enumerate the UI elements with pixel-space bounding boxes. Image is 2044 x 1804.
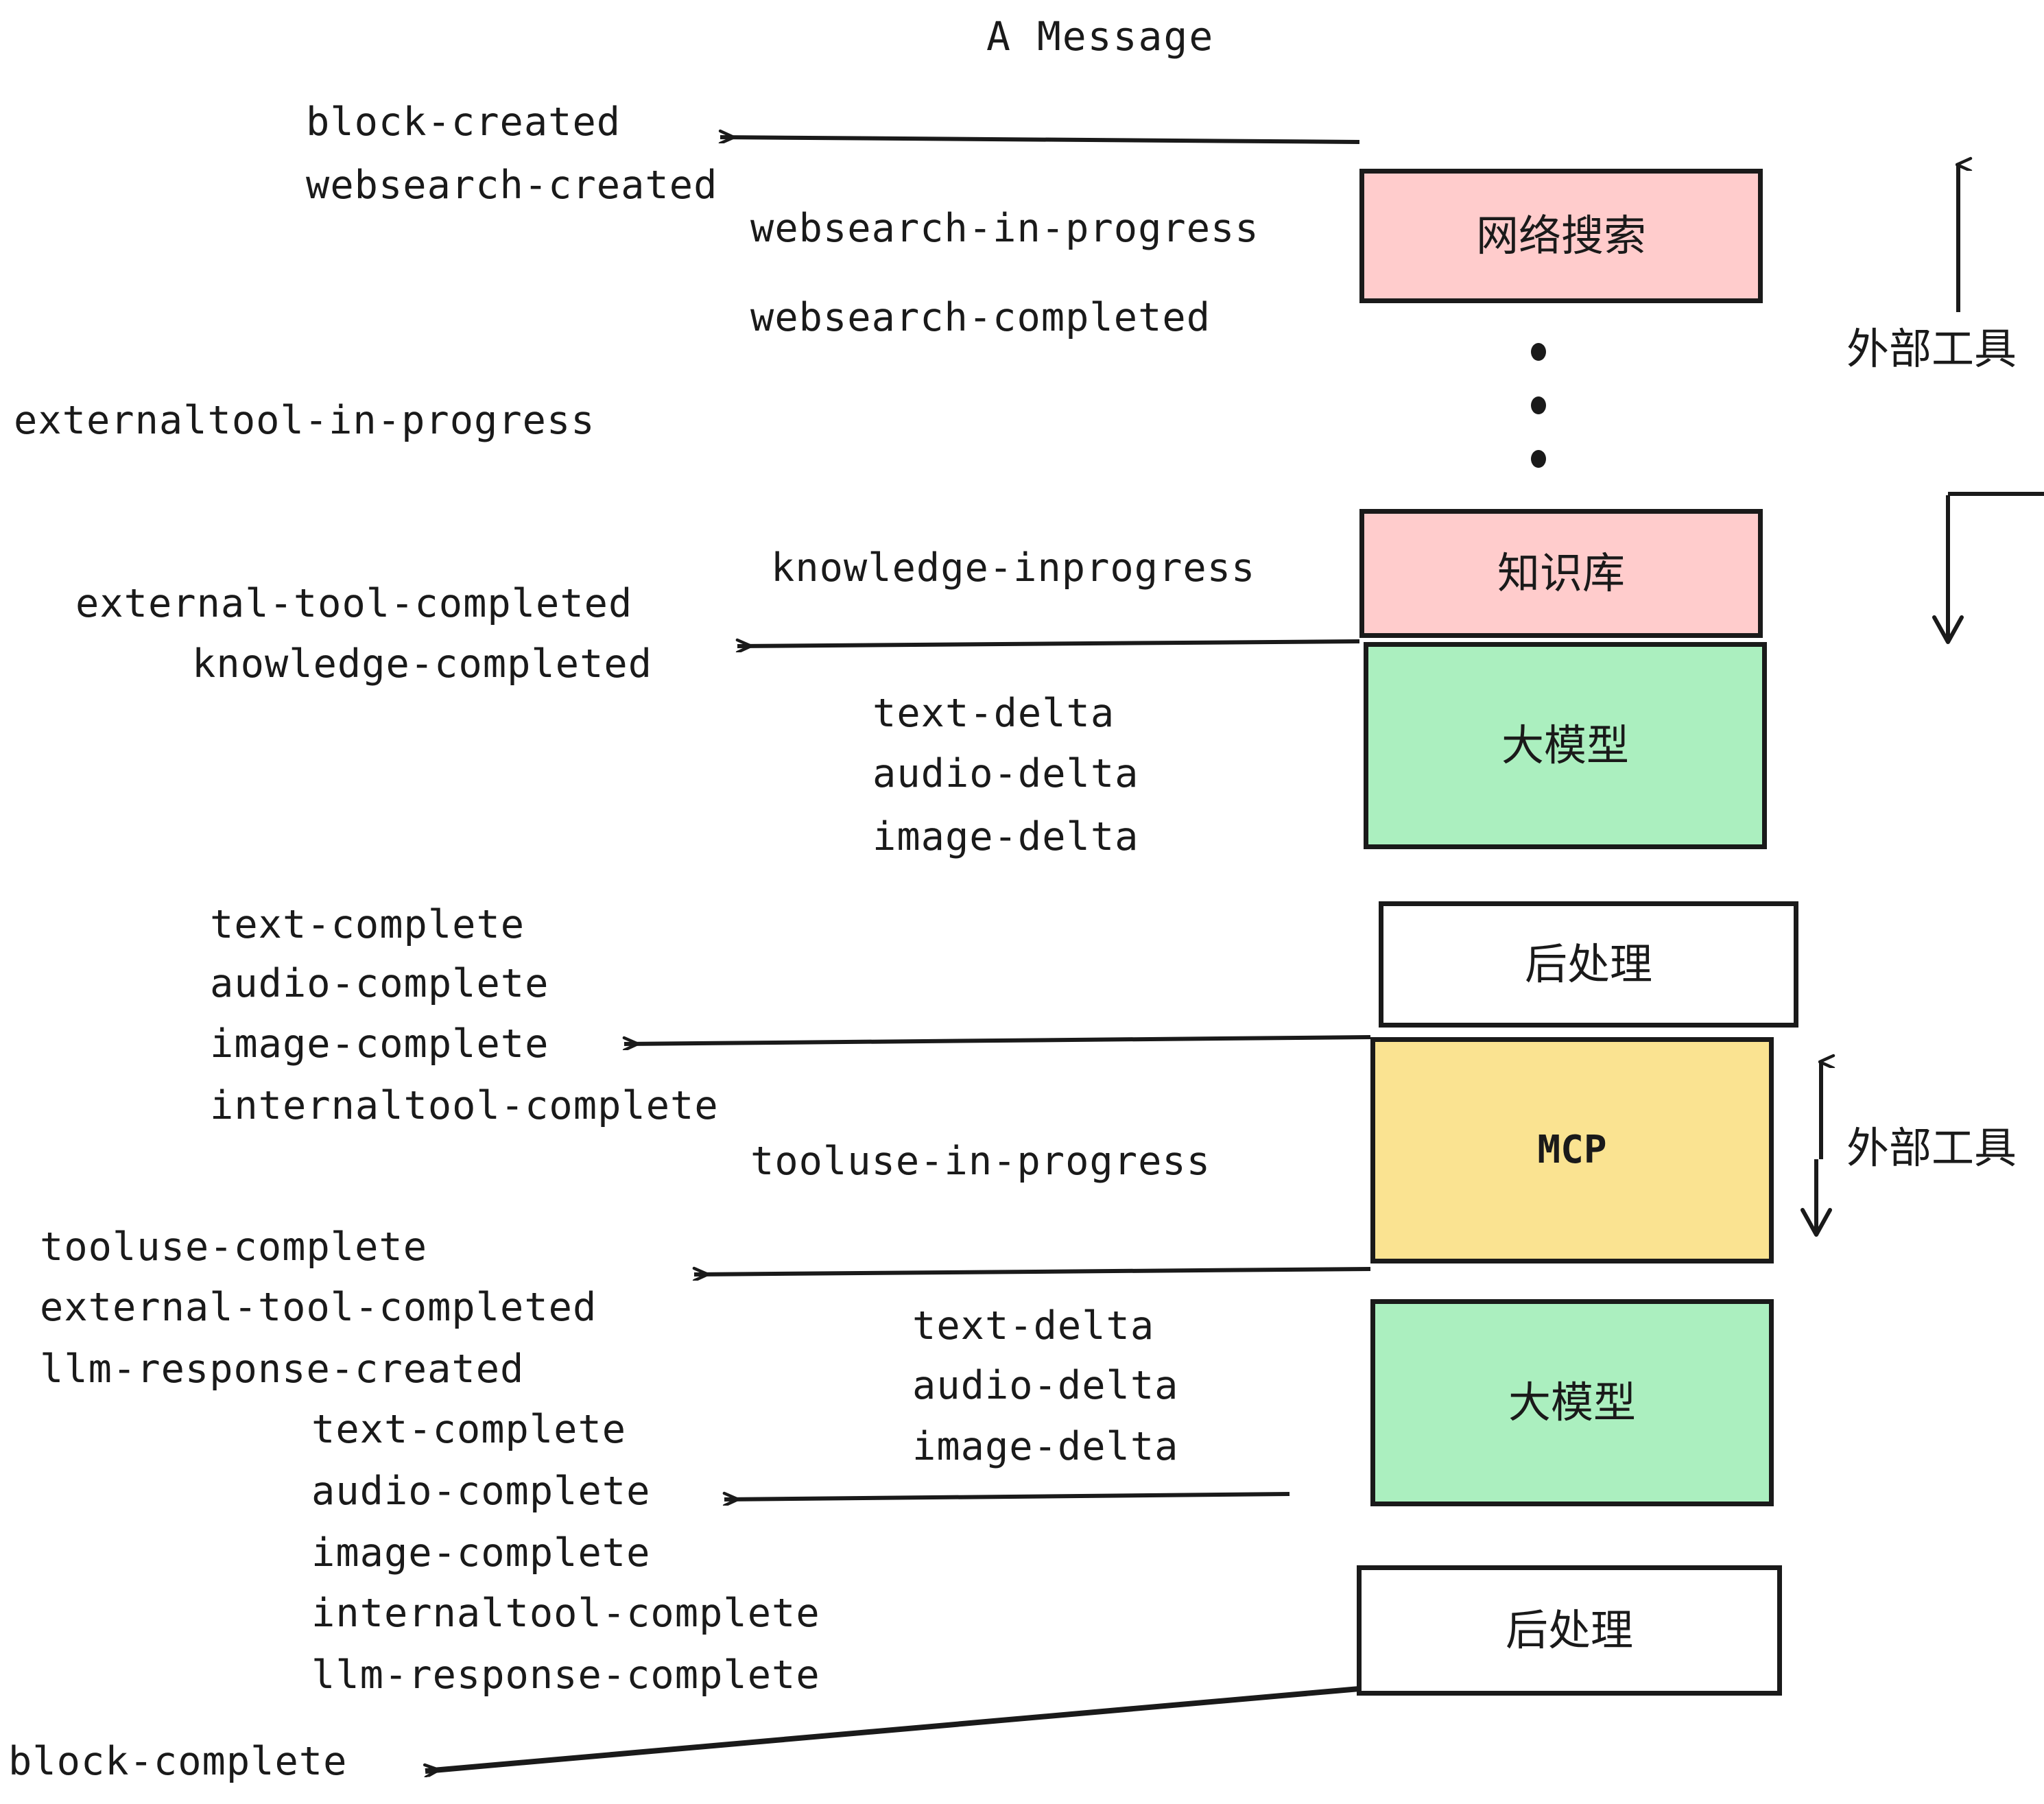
box-websearch[interactable]: 网络搜索: [1359, 169, 1763, 303]
event-tooluse-complete: tooluse-complete: [40, 1224, 428, 1270]
arrow-knowledge-completed: [737, 641, 1360, 646]
event-tooluse-in-progress: tooluse-in-progress: [750, 1139, 1211, 1184]
event-externaltool-in-progress: externaltool-in-progress: [14, 398, 595, 443]
event-text-delta-2: text-delta: [912, 1303, 1155, 1349]
arrow-websearch-created: [720, 137, 1360, 144]
box-knowledge[interactable]: 知识库: [1359, 509, 1763, 638]
arrow-tooluse-complete: [694, 1269, 1371, 1274]
box-llm-2-label: 大模型: [1508, 1377, 1636, 1427]
ellipsis-dot: [1531, 343, 1546, 361]
event-websearch-in-progress: websearch-in-progress: [750, 206, 1259, 251]
annotation-external-tool-bottom: 外部工具: [1846, 1123, 2017, 1173]
event-image-complete-1: image-complete: [210, 1021, 549, 1067]
annotation-external-tool-top: 外部工具: [1846, 324, 2017, 374]
box-llm-1-label: 大模型: [1501, 720, 1629, 770]
ellipsis-dot: [1531, 396, 1546, 414]
arrow-audio-complete: [724, 1494, 1290, 1499]
box-postprocess-1[interactable]: 后处理: [1379, 901, 1798, 1028]
arrow-external-tool-top: [1932, 165, 2044, 644]
event-knowledge-inprogress: knowledge-inprogress: [771, 545, 1256, 591]
event-llm-response-complete: llm-response-complete: [311, 1652, 820, 1698]
event-internaltool-complete-2: internaltool-complete: [311, 1591, 820, 1636]
event-internaltool-complete-1: internaltool-complete: [210, 1083, 719, 1128]
box-mcp[interactable]: MCP: [1370, 1037, 1774, 1263]
event-block-complete: block-complete: [8, 1739, 348, 1784]
event-image-delta-1: image-delta: [872, 814, 1139, 859]
event-text-complete-2: text-complete: [311, 1407, 627, 1452]
event-audio-delta-1: audio-delta: [872, 751, 1139, 796]
box-websearch-label: 网络搜索: [1475, 211, 1646, 261]
box-llm-1[interactable]: 大模型: [1364, 642, 1767, 849]
event-text-complete-1: text-complete: [210, 902, 525, 947]
box-llm-2[interactable]: 大模型: [1370, 1299, 1774, 1506]
event-knowledge-completed: knowledge-completed: [192, 641, 653, 687]
arrow-block-complete: [425, 1686, 1360, 1771]
event-audio-complete-1: audio-complete: [210, 961, 549, 1006]
box-knowledge-label: 知识库: [1497, 548, 1625, 598]
event-block-created: block-created: [306, 99, 621, 145]
box-postprocess-2-label: 后处理: [1505, 1605, 1633, 1655]
event-external-tool-completed-2: external-tool-completed: [40, 1285, 597, 1330]
event-external-tool-completed-1: external-tool-completed: [75, 581, 633, 626]
event-image-delta-2: image-delta: [912, 1424, 1179, 1469]
event-audio-complete-2: audio-complete: [311, 1469, 651, 1514]
arrow-image-complete: [624, 1035, 1371, 1044]
event-websearch-created: websearch-created: [306, 163, 718, 208]
event-image-complete-2: image-complete: [311, 1530, 651, 1576]
box-mcp-label: MCP: [1537, 1128, 1607, 1172]
event-audio-delta-2: audio-delta: [912, 1363, 1179, 1408]
event-text-delta-1: text-delta: [872, 691, 1115, 736]
arrow-external-tool-bottom: [1801, 1062, 1830, 1237]
event-websearch-completed: websearch-completed: [750, 295, 1211, 340]
page-title: A Message: [986, 13, 1215, 60]
box-postprocess-1-label: 后处理: [1524, 939, 1652, 989]
ellipsis-dot: [1531, 450, 1546, 468]
event-llm-response-created: llm-response-created: [40, 1346, 525, 1392]
box-postprocess-2[interactable]: 后处理: [1357, 1565, 1782, 1696]
